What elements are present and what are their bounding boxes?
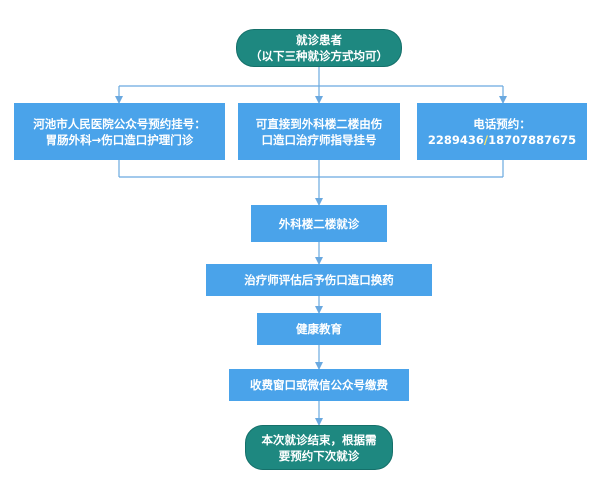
option-public-account-line2: 胃肠外科→伤口造口护理门诊 bbox=[45, 132, 194, 147]
start-node: 就诊患者 （以下三种就诊方式均可） bbox=[236, 29, 402, 67]
end-line1: 本次就诊结束，根据需 bbox=[261, 432, 377, 447]
start-subtitle: （以下三种就诊方式均可） bbox=[250, 49, 388, 63]
phone-number-2: 18707887675 bbox=[488, 132, 577, 147]
step-payment-label: 收费窗口或微信公众号缴费 bbox=[250, 378, 388, 392]
end-node: 本次就诊结束，根据需 要预约下次就诊 bbox=[245, 425, 393, 470]
option-direct-line1: 可直接到外科楼二楼由伤 bbox=[255, 116, 383, 131]
step-assess-label: 治疗师评估后予伤口造口换药 bbox=[244, 273, 394, 287]
step-clinic-box: 外科楼二楼就诊 bbox=[251, 205, 387, 242]
step-education-box: 健康教育 bbox=[257, 313, 381, 345]
option-public-account-box: 河池市人民医院公众号预约挂号： 胃肠外科→伤口造口护理门诊 bbox=[14, 103, 225, 160]
step-assess-box: 治疗师评估后予伤口造口换药 bbox=[206, 264, 432, 296]
start-title: 就诊患者 bbox=[296, 33, 342, 47]
phone-separator: / bbox=[483, 132, 489, 147]
option-direct-line2: 口造口治疗师指导挂号 bbox=[261, 132, 377, 147]
end-line2: 要预约下次就诊 bbox=[278, 448, 360, 463]
step-payment-box: 收费窗口或微信公众号缴费 bbox=[229, 369, 409, 401]
option-phone-box: 电话预约： 2289436/18707887675 bbox=[417, 103, 587, 160]
option-direct-box: 可直接到外科楼二楼由伤 口造口治疗师指导挂号 bbox=[238, 103, 400, 160]
option-public-account-line1: 河池市人民医院公众号预约挂号： bbox=[33, 116, 206, 131]
phone-number-1: 2289436 bbox=[427, 132, 484, 147]
step-clinic-label: 外科楼二楼就诊 bbox=[278, 216, 360, 231]
step-education-label: 健康教育 bbox=[296, 322, 342, 336]
option-phone-label: 电话预约： bbox=[473, 116, 531, 131]
option-phone-numbers: 2289436/18707887675 bbox=[428, 132, 576, 148]
